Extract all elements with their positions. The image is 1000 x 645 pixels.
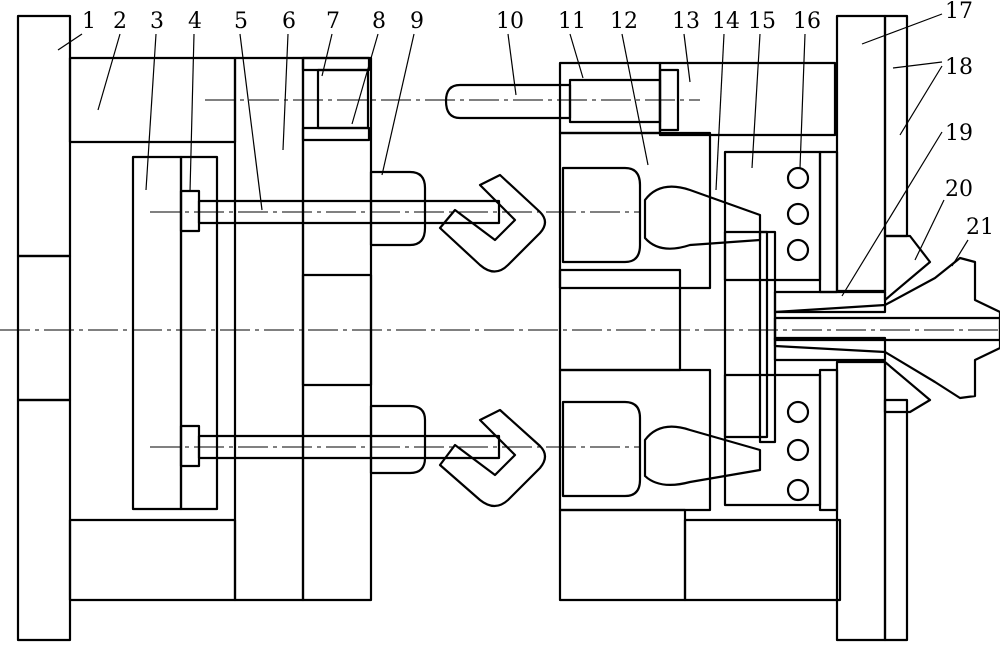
- label-6: 6: [282, 9, 296, 34]
- part-14-insert: [643, 185, 769, 487]
- label-20: 20: [945, 177, 973, 202]
- part-20-locating-ring-lower: [883, 360, 932, 414]
- label-19: 19: [945, 121, 973, 146]
- label-17: 17: [945, 0, 973, 24]
- callout-labels: 1 2 3 4 5 6 7 8 9 10 11 12 13 14 15 16 1…: [57, 0, 994, 297]
- label-5: 5: [234, 9, 248, 34]
- label-14: 14: [712, 9, 740, 34]
- part-4-retainer-plate: [179, 155, 219, 511]
- part-17-clamp-plate: [835, 14, 887, 642]
- part-13-fixed-plate: [658, 61, 837, 137]
- part-18-insulation: [818, 14, 909, 642]
- part-8-guide-hole: [316, 68, 370, 130]
- label-12: 12: [610, 9, 638, 34]
- label-11: 11: [558, 9, 586, 34]
- label-7: 7: [326, 9, 340, 34]
- part-12-cavity-plate: [558, 131, 712, 602]
- label-21: 21: [966, 215, 994, 240]
- part-3-ejector-plate: [131, 155, 183, 511]
- label-10: 10: [496, 9, 524, 34]
- fixed-half: [444, 14, 1000, 642]
- part-21-sprue-bushing: [773, 256, 1000, 400]
- part-15-manifold: [723, 150, 822, 507]
- label-3: 3: [150, 9, 164, 34]
- part-6-support-plate: [233, 56, 305, 602]
- label-8: 8: [372, 9, 386, 34]
- label-18: 18: [945, 55, 973, 80]
- label-15: 15: [748, 9, 776, 34]
- moving-half: [0, 14, 1000, 642]
- label-13: 13: [672, 9, 700, 34]
- molded-part-left: [438, 173, 547, 508]
- label-1: 1: [82, 9, 96, 34]
- part-5-ejector-pins: [179, 189, 501, 468]
- part-16-heater-coils: [786, 166, 810, 502]
- part-1-clamp-plate: [16, 14, 72, 642]
- label-2: 2: [113, 9, 127, 34]
- part-10-guide-pin: [444, 83, 572, 120]
- label-16: 16: [793, 9, 821, 34]
- part-19-nozzle: [773, 290, 887, 362]
- part-13-fixed-plate-lower: [683, 518, 842, 602]
- label-4: 4: [188, 9, 202, 34]
- part-20-locating-ring: [883, 234, 932, 302]
- part-2-spacer-block: [68, 56, 237, 602]
- label-9: 9: [410, 9, 424, 34]
